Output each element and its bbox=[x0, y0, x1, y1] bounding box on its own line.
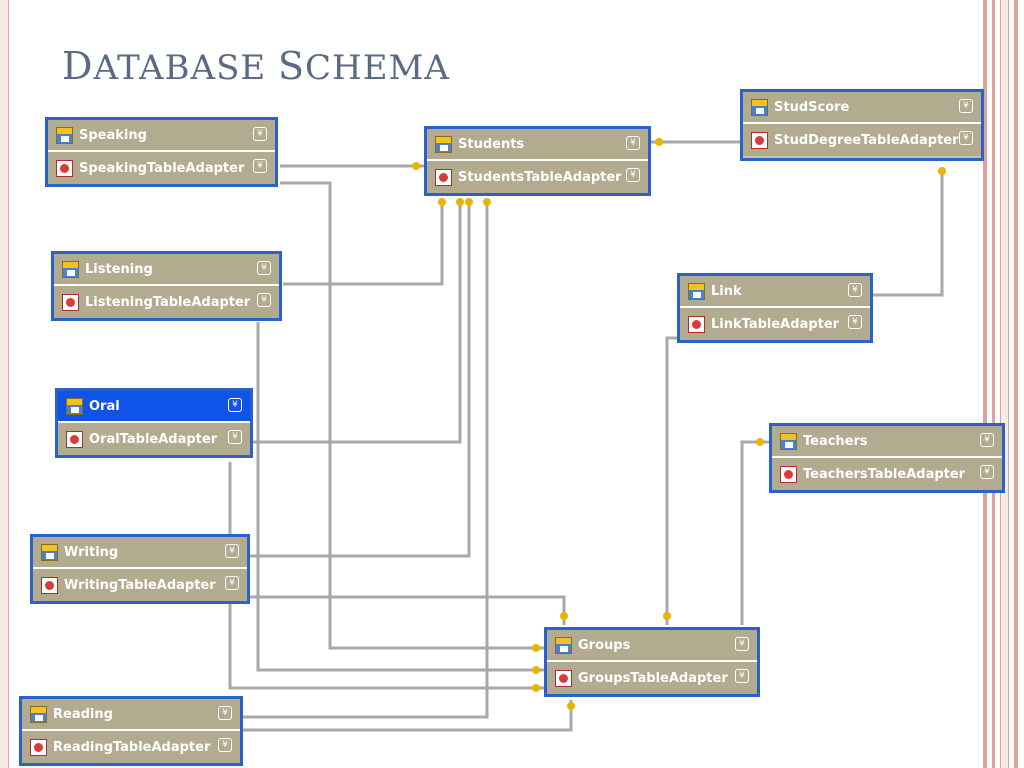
slide-title: DATABASE SCHEMA bbox=[62, 44, 450, 88]
table-listening-adapter[interactable]: ListeningTableAdapter¥ bbox=[54, 286, 279, 318]
expand-icon[interactable]: ¥ bbox=[848, 315, 862, 329]
decor-bar-1 bbox=[983, 0, 987, 768]
expand-icon[interactable]: ¥ bbox=[959, 99, 973, 113]
table-writing-header[interactable]: Writing¥ bbox=[33, 537, 247, 569]
table-oral[interactable]: Oral¥ OralTableAdapter¥ bbox=[55, 388, 253, 458]
table-students-adapter[interactable]: StudentsTableAdapter¥ bbox=[427, 161, 648, 193]
table-adapter-icon bbox=[555, 669, 572, 687]
expand-icon[interactable]: ¥ bbox=[980, 433, 994, 447]
table-teachers-adapter[interactable]: TeachersTableAdapter¥ bbox=[772, 458, 1002, 490]
table-adapter-icon bbox=[62, 293, 79, 311]
table-speaking-adapter[interactable]: SpeakingTableAdapter¥ bbox=[48, 152, 275, 184]
table-writing[interactable]: Writing¥ WritingTableAdapter¥ bbox=[30, 534, 250, 604]
expand-icon[interactable]: ¥ bbox=[848, 283, 862, 297]
decor-bar-4 bbox=[1014, 0, 1018, 768]
expand-icon[interactable]: ¥ bbox=[735, 637, 749, 651]
table-groups[interactable]: Groups¥ GroupsTableAdapter¥ bbox=[544, 627, 760, 697]
expand-icon[interactable]: ¥ bbox=[959, 131, 973, 145]
table-link-adapter[interactable]: LinkTableAdapter¥ bbox=[680, 308, 870, 340]
datatable-icon bbox=[688, 282, 705, 300]
table-reading[interactable]: Reading¥ ReadingTableAdapter¥ bbox=[19, 696, 243, 766]
decor-bar-3 bbox=[1000, 0, 1009, 768]
table-speaking[interactable]: Speaking¥ SpeakingTableAdapter¥ bbox=[45, 117, 278, 187]
expand-icon[interactable]: ¥ bbox=[225, 544, 239, 558]
expand-icon[interactable]: ¥ bbox=[228, 430, 242, 444]
table-speaking-header[interactable]: Speaking¥ bbox=[48, 120, 275, 152]
datatable-icon bbox=[435, 135, 452, 153]
table-teachers-header[interactable]: Teachers¥ bbox=[772, 426, 1002, 458]
table-listening[interactable]: Listening¥ ListeningTableAdapter¥ bbox=[51, 251, 282, 321]
table-adapter-icon bbox=[56, 159, 73, 177]
table-studscore-header[interactable]: StudScore¥ bbox=[743, 92, 981, 124]
table-groups-adapter[interactable]: GroupsTableAdapter¥ bbox=[547, 662, 757, 694]
expand-icon[interactable]: ¥ bbox=[980, 465, 994, 479]
expand-icon[interactable]: ¥ bbox=[218, 738, 232, 752]
expand-icon[interactable]: ¥ bbox=[735, 669, 749, 683]
datatable-icon bbox=[555, 636, 572, 654]
table-adapter-icon bbox=[751, 131, 768, 149]
table-teachers[interactable]: Teachers¥ TeachersTableAdapter¥ bbox=[769, 423, 1005, 493]
table-adapter-icon bbox=[780, 465, 797, 483]
expand-icon[interactable]: ¥ bbox=[626, 168, 640, 182]
expand-icon[interactable]: ¥ bbox=[253, 159, 267, 173]
datatable-icon bbox=[62, 260, 79, 278]
expand-icon[interactable]: ¥ bbox=[257, 293, 271, 307]
table-oral-header[interactable]: Oral¥ bbox=[58, 391, 250, 423]
datatable-icon bbox=[751, 98, 768, 116]
datatable-icon bbox=[56, 126, 73, 144]
table-link-header[interactable]: Link¥ bbox=[680, 276, 870, 308]
table-studscore[interactable]: StudScore¥ StudDegreeTableAdapter¥ bbox=[740, 89, 984, 161]
expand-icon[interactable]: ¥ bbox=[626, 136, 640, 150]
datatable-icon bbox=[780, 432, 797, 450]
slide-left-border bbox=[0, 0, 9, 768]
table-adapter-icon bbox=[688, 315, 705, 333]
table-studscore-adapter[interactable]: StudDegreeTableAdapter¥ bbox=[743, 124, 981, 156]
table-writing-adapter[interactable]: WritingTableAdapter¥ bbox=[33, 569, 247, 601]
table-adapter-icon bbox=[435, 168, 452, 186]
table-students-header[interactable]: Students¥ bbox=[427, 129, 648, 161]
expand-icon[interactable]: ¥ bbox=[253, 127, 267, 141]
decor-bar-2 bbox=[992, 0, 995, 768]
table-oral-adapter[interactable]: OralTableAdapter¥ bbox=[58, 423, 250, 455]
datatable-icon bbox=[66, 397, 83, 415]
table-groups-header[interactable]: Groups¥ bbox=[547, 630, 757, 662]
table-adapter-icon bbox=[30, 738, 47, 756]
table-reading-adapter[interactable]: ReadingTableAdapter¥ bbox=[22, 731, 240, 763]
table-adapter-icon bbox=[41, 576, 58, 594]
table-students[interactable]: Students¥ StudentsTableAdapter¥ bbox=[424, 126, 651, 196]
table-adapter-icon bbox=[66, 430, 83, 448]
table-listening-header[interactable]: Listening¥ bbox=[54, 254, 279, 286]
datatable-icon bbox=[41, 543, 58, 561]
table-reading-header[interactable]: Reading¥ bbox=[22, 699, 240, 731]
datatable-icon bbox=[30, 705, 47, 723]
expand-icon[interactable]: ¥ bbox=[228, 398, 242, 412]
table-link[interactable]: Link¥ LinkTableAdapter¥ bbox=[677, 273, 873, 343]
expand-icon[interactable]: ¥ bbox=[257, 261, 271, 275]
expand-icon[interactable]: ¥ bbox=[218, 706, 232, 720]
expand-icon[interactable]: ¥ bbox=[225, 576, 239, 590]
